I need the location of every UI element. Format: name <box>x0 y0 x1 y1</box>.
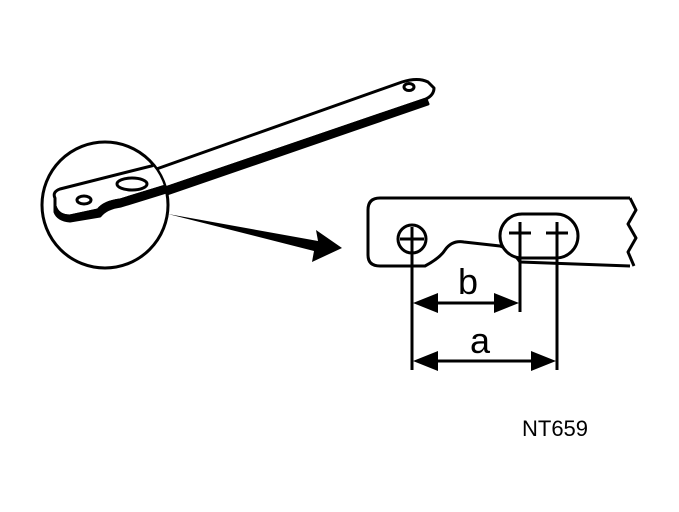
slot-hole <box>115 176 149 192</box>
strap-bracket <box>146 78 436 196</box>
dimension-label-a: a <box>470 320 491 361</box>
dimension-label-b: b <box>458 261 478 302</box>
detail-slot-hole <box>498 212 580 260</box>
arrowhead-a-right <box>531 351 556 371</box>
arrowhead-b-left <box>413 293 438 313</box>
strap-end-hole <box>402 82 416 92</box>
dimension-lines <box>410 245 559 370</box>
arrowhead-a-left <box>413 351 438 371</box>
figure-code: NT659 <box>522 416 588 441</box>
detail-plate <box>366 196 638 268</box>
dimension-arrowheads <box>413 293 556 371</box>
magnifier-circle <box>40 140 170 270</box>
pointer-arrow <box>168 214 342 262</box>
arrowhead-b-right <box>494 293 519 313</box>
round-hole <box>75 194 93 206</box>
